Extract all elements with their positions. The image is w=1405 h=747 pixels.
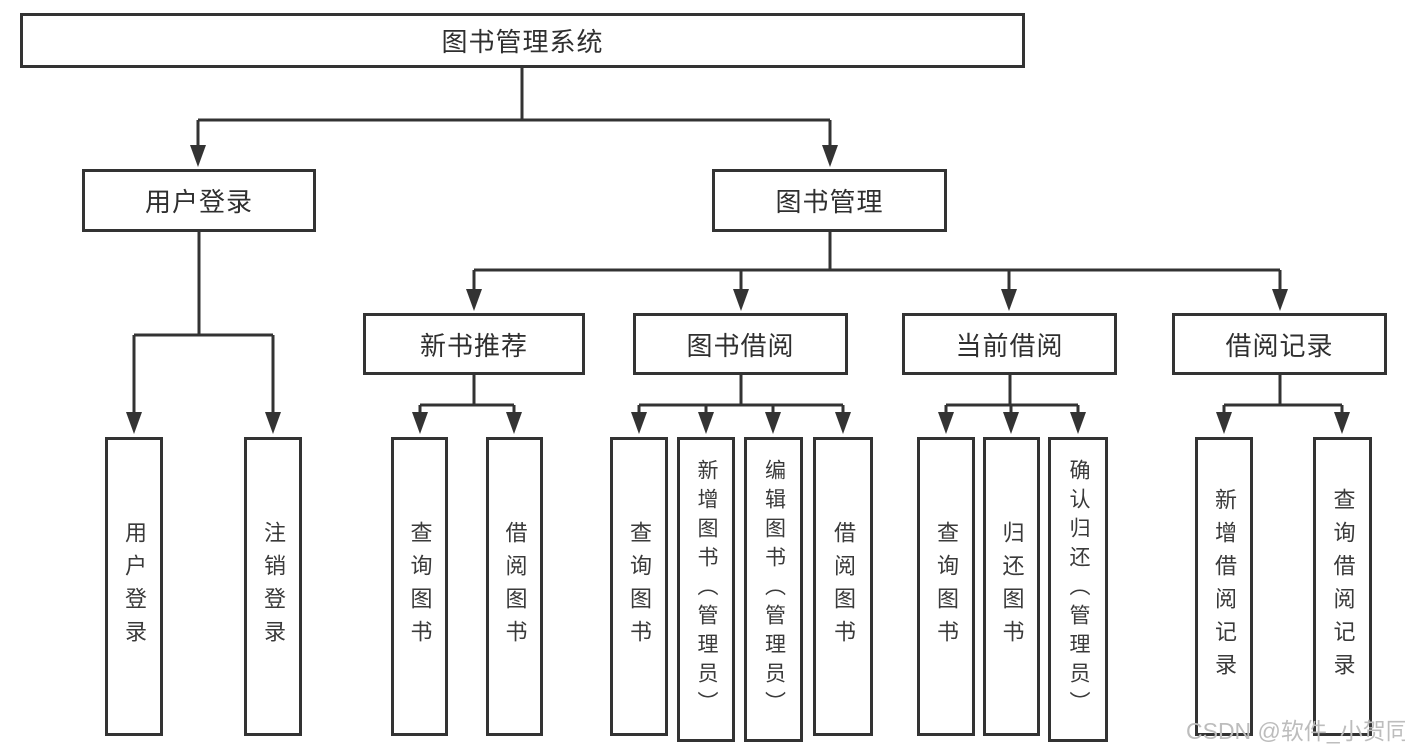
node-new-book-recommend: 新书推荐: [363, 313, 585, 375]
leaf-borrow-borrow-books-label: 借阅图书: [831, 520, 856, 653]
node-borrow-records-label: 借阅记录: [1225, 330, 1334, 361]
arrowheads-records-children: [1216, 412, 1350, 434]
connector-borrow-children: [637, 375, 845, 413]
leaf-add-borrow-record: 新增借阅记录: [1195, 437, 1253, 736]
node-library-system: 图书管理系统: [20, 13, 1025, 68]
node-book-borrow: 图书借阅: [633, 313, 848, 375]
leaf-recommend-borrow-books-label: 借阅图书: [502, 520, 528, 653]
leaf-logout-label: 注销登录: [261, 520, 286, 653]
watermark-text: CSDN @软件_小贺同学: [1186, 718, 1405, 744]
leaf-return-books: 归还图书: [983, 437, 1040, 736]
connector-user-login-children: [132, 232, 275, 413]
leaf-confirm-return-admin-label: 确认归还（管理员）: [1067, 459, 1090, 720]
leaf-borrow-query-books: 查询图书: [610, 437, 668, 736]
leaf-query-borrow-record-label: 查询借阅记录: [1330, 487, 1356, 686]
leaf-recommend-query-books-label: 查询图书: [407, 520, 433, 653]
connector-recommend-children: [418, 375, 516, 413]
leaf-borrow-query-books-label: 查询图书: [627, 520, 652, 653]
leaf-return-books-label: 归还图书: [999, 520, 1025, 653]
node-library-system-label: 图书管理系统: [441, 27, 604, 57]
leaf-query-borrow-record: 查询借阅记录: [1313, 437, 1372, 736]
leaf-add-books-admin-label: 新增图书（管理员）: [695, 459, 718, 720]
arrowheads-level2: [190, 145, 838, 167]
node-current-borrow-label: 当前借阅: [955, 330, 1064, 361]
node-user-login: 用户登录: [82, 169, 316, 232]
leaf-current-query-books-label: 查询图书: [934, 520, 959, 653]
connector-records-children: [1222, 375, 1344, 413]
leaf-recommend-borrow-books: 借阅图书: [486, 437, 543, 736]
arrowheads-current-children: [938, 412, 1086, 434]
connector-current-children: [944, 375, 1080, 413]
leaf-edit-books-admin: 编辑图书（管理员）: [744, 437, 803, 742]
node-current-borrow: 当前借阅: [902, 313, 1117, 375]
node-book-management-label: 图书管理: [775, 187, 884, 217]
node-borrow-records: 借阅记录: [1172, 313, 1387, 375]
leaf-recommend-query-books: 查询图书: [391, 437, 448, 736]
arrowheads-recommend-children: [412, 412, 522, 434]
node-book-management: 图书管理: [712, 169, 947, 232]
node-book-borrow-label: 图书借阅: [686, 330, 795, 361]
leaf-logout: 注销登录: [244, 437, 302, 736]
leaf-add-books-admin: 新增图书（管理员）: [677, 437, 735, 742]
connector-root-to-level2: [196, 68, 832, 146]
node-new-book-recommend-label: 新书推荐: [419, 330, 528, 361]
leaf-current-query-books: 查询图书: [917, 437, 975, 736]
leaf-borrow-borrow-books: 借阅图书: [813, 437, 873, 736]
leaf-confirm-return-admin: 确认归还（管理员）: [1048, 437, 1108, 742]
node-user-login-label: 用户登录: [144, 187, 253, 217]
connector-book-management-children: [472, 232, 1282, 290]
leaf-user-login: 用户登录: [105, 437, 163, 736]
arrowheads-level3: [466, 289, 1288, 311]
leaf-add-borrow-record-label: 新增借阅记录: [1212, 487, 1237, 686]
leaf-edit-books-admin-label: 编辑图书（管理员）: [762, 459, 786, 720]
leaf-user-login-label: 用户登录: [122, 520, 147, 653]
arrowheads-borrow-children: [631, 412, 851, 434]
arrowheads-user-login-children: [126, 412, 281, 434]
